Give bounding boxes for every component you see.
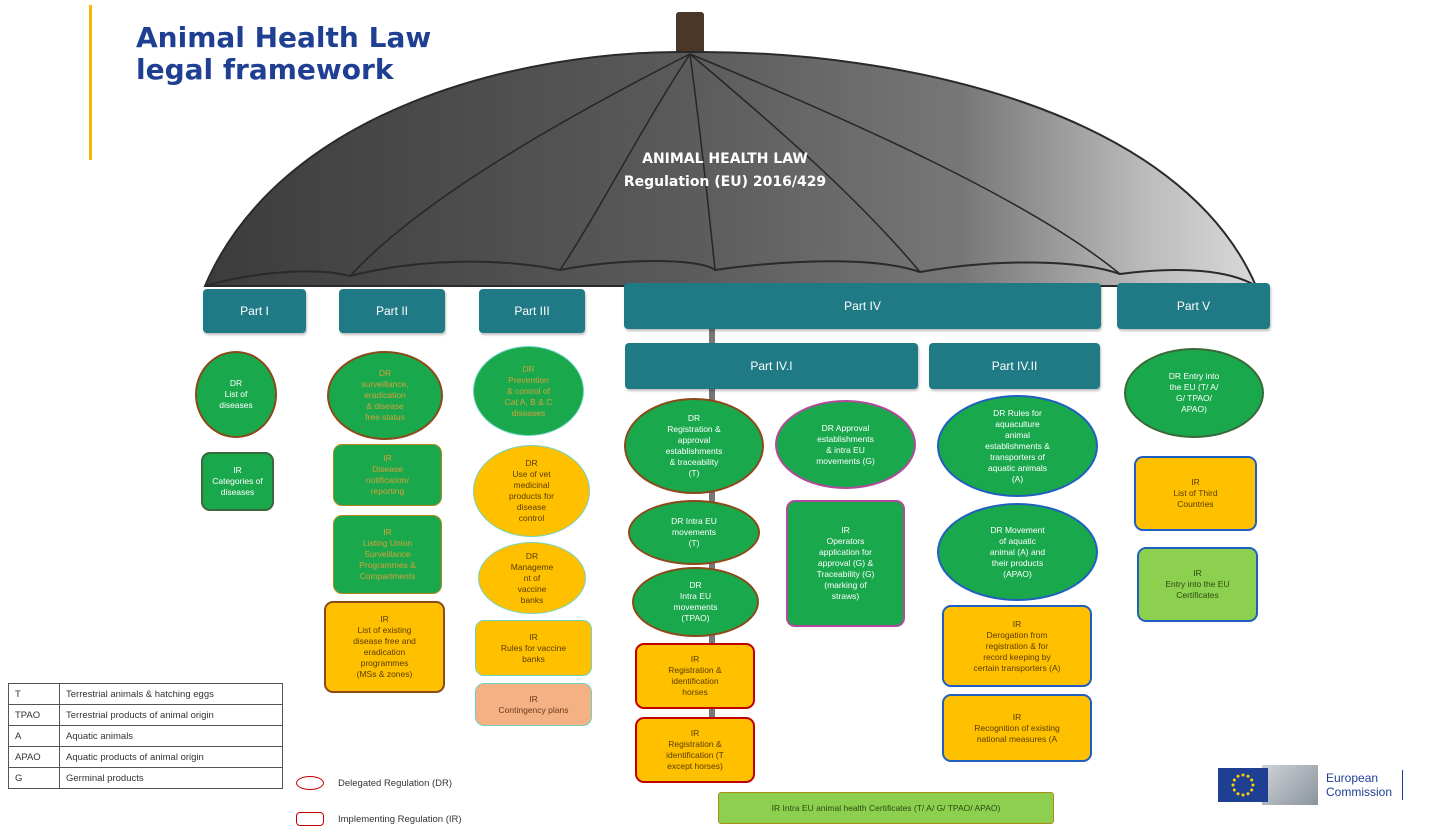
legend-description: Aquatic products of animal origin [59, 746, 283, 768]
european-commission-logo: European Commission [1218, 765, 1404, 805]
dr-rules-aquaculture-establishments: DR Rules for aquaculture animal establis… [937, 395, 1098, 497]
logo-line-2: Commission [1326, 785, 1393, 799]
dr-management-vaccine-banks: DR Manageme nt of vaccine banks [478, 542, 586, 614]
umbrella-label-line-2: Regulation (EU) 2016/429 [623, 174, 827, 190]
ir-list-existing-disease-free: IR List of existing disease free and era… [324, 601, 445, 693]
umbrella-label-line-1: ANIMAL HEALTH LAW [642, 151, 808, 167]
part-2-header: Part II [339, 289, 445, 333]
ir-derogation-registration: IR Derogation from registration & for re… [942, 605, 1092, 687]
dr-prevention-control: DR Prevention & control of Cat A, B & C … [473, 346, 584, 436]
dr-list-of-diseases: DR List of diseases [195, 351, 277, 438]
page-title: Animal Health Law legal framework [136, 22, 431, 86]
part-5-header: Part V [1117, 283, 1270, 329]
ir-entry-eu-certificates: IR Entry into the EU Certificates [1137, 547, 1258, 622]
legend-code: APAO [8, 746, 60, 768]
part-4-1-header: Part IV.I [625, 343, 918, 389]
part-4-2-header: Part IV.II [929, 343, 1100, 389]
legend-ir-label: Implementing Regulation (IR) [338, 813, 462, 825]
ir-listing-union-surveillance: IR Listing Union Surveillance Programmes… [333, 515, 442, 594]
umbrella-rib [689, 53, 921, 273]
legend-code: G [8, 767, 60, 789]
part-4-header: Part IV [624, 283, 1101, 329]
legend-ir-shape: Implementing Regulation (IR) [296, 812, 462, 826]
legend-description: Terrestrial animals & hatching eggs [59, 683, 283, 705]
part-1-header: Part I [203, 289, 306, 333]
ir-categories-of-diseases: IR Categories of diseases [201, 452, 274, 511]
berlaymont-building-icon [1262, 765, 1318, 805]
umbrella-label: ANIMAL HEALTH LAW Regulation (EU) 2016/4… [600, 148, 850, 194]
dr-movement-aquatic-animals: DR Movement of aquatic animal (A) and th… [937, 503, 1098, 601]
legend-description: Aquatic animals [59, 725, 283, 747]
ir-recognition-national-measures: IR Recognition of existing national meas… [942, 694, 1092, 762]
legend-dr-shape: Delegated Regulation (DR) [296, 776, 452, 790]
ir-list-of-third-countries: IR List of Third Countries [1134, 456, 1257, 531]
logo-text: European Commission [1326, 771, 1392, 799]
ir-registration-identification-terrestrial: IR Registration & identification (T exce… [635, 717, 755, 783]
rounded-rect-symbol-icon [296, 812, 324, 826]
umbrella-rib [689, 53, 716, 271]
legend-code: T [8, 683, 60, 705]
title-line-1: Animal Health Law [136, 21, 432, 54]
legend-dr-label: Delegated Regulation (DR) [338, 777, 453, 789]
eu-stars-icon [1231, 773, 1255, 797]
dr-entry-into-eu: DR Entry into the EU (T/ A/ G/ TPAO/ APA… [1124, 348, 1264, 438]
umbrella-rib [559, 53, 691, 271]
dr-registration-approval-traceability: DR Registration & approval establishment… [624, 398, 764, 494]
ir-contingency-plans: IR Contingency plans [475, 683, 592, 726]
umbrella-rib [689, 53, 1121, 275]
legend-description: Terrestrial products of animal origin [59, 704, 283, 726]
dr-intra-eu-movements-terrestrial: DR Intra EU movements (T) [628, 500, 760, 565]
ir-rules-vaccine-banks: IR Rules for vaccine banks [475, 620, 592, 676]
dr-intra-eu-movements-tpao: DR Intra EU movements (TPAO) [632, 567, 759, 637]
accent-bar [89, 5, 92, 160]
ir-disease-notification: IR Disease notification/ reporting [333, 444, 442, 506]
ir-registration-identification-horses: IR Registration & identification horses [635, 643, 755, 709]
dr-surveillance-eradication: DR surveillance, eradication & disease f… [327, 351, 443, 440]
title-line-2: legal framework [136, 53, 394, 86]
eu-flag-icon [1218, 768, 1268, 802]
logo-divider [1402, 770, 1404, 800]
umbrella-rib [349, 53, 691, 277]
umbrella-canopy [203, 50, 1258, 287]
ir-intra-eu-certificates: IR Intra EU animal health Certificates (… [718, 792, 1054, 824]
ellipse-symbol-icon [296, 776, 324, 790]
ir-operators-application-approval: IR Operators application for approval (G… [786, 500, 905, 627]
logo-line-1: European [1326, 771, 1379, 785]
dr-approval-establishments-germinal: DR Approval establishments & intra EU mo… [775, 400, 916, 489]
legend-description: Germinal products [59, 767, 283, 789]
part-3-header: Part III [479, 289, 585, 333]
dr-use-of-vet-medicinal-products: DR Use of vet medicinal products for dis… [473, 445, 590, 537]
legend-code: A [8, 725, 60, 747]
legend-code: TPAO [8, 704, 60, 726]
